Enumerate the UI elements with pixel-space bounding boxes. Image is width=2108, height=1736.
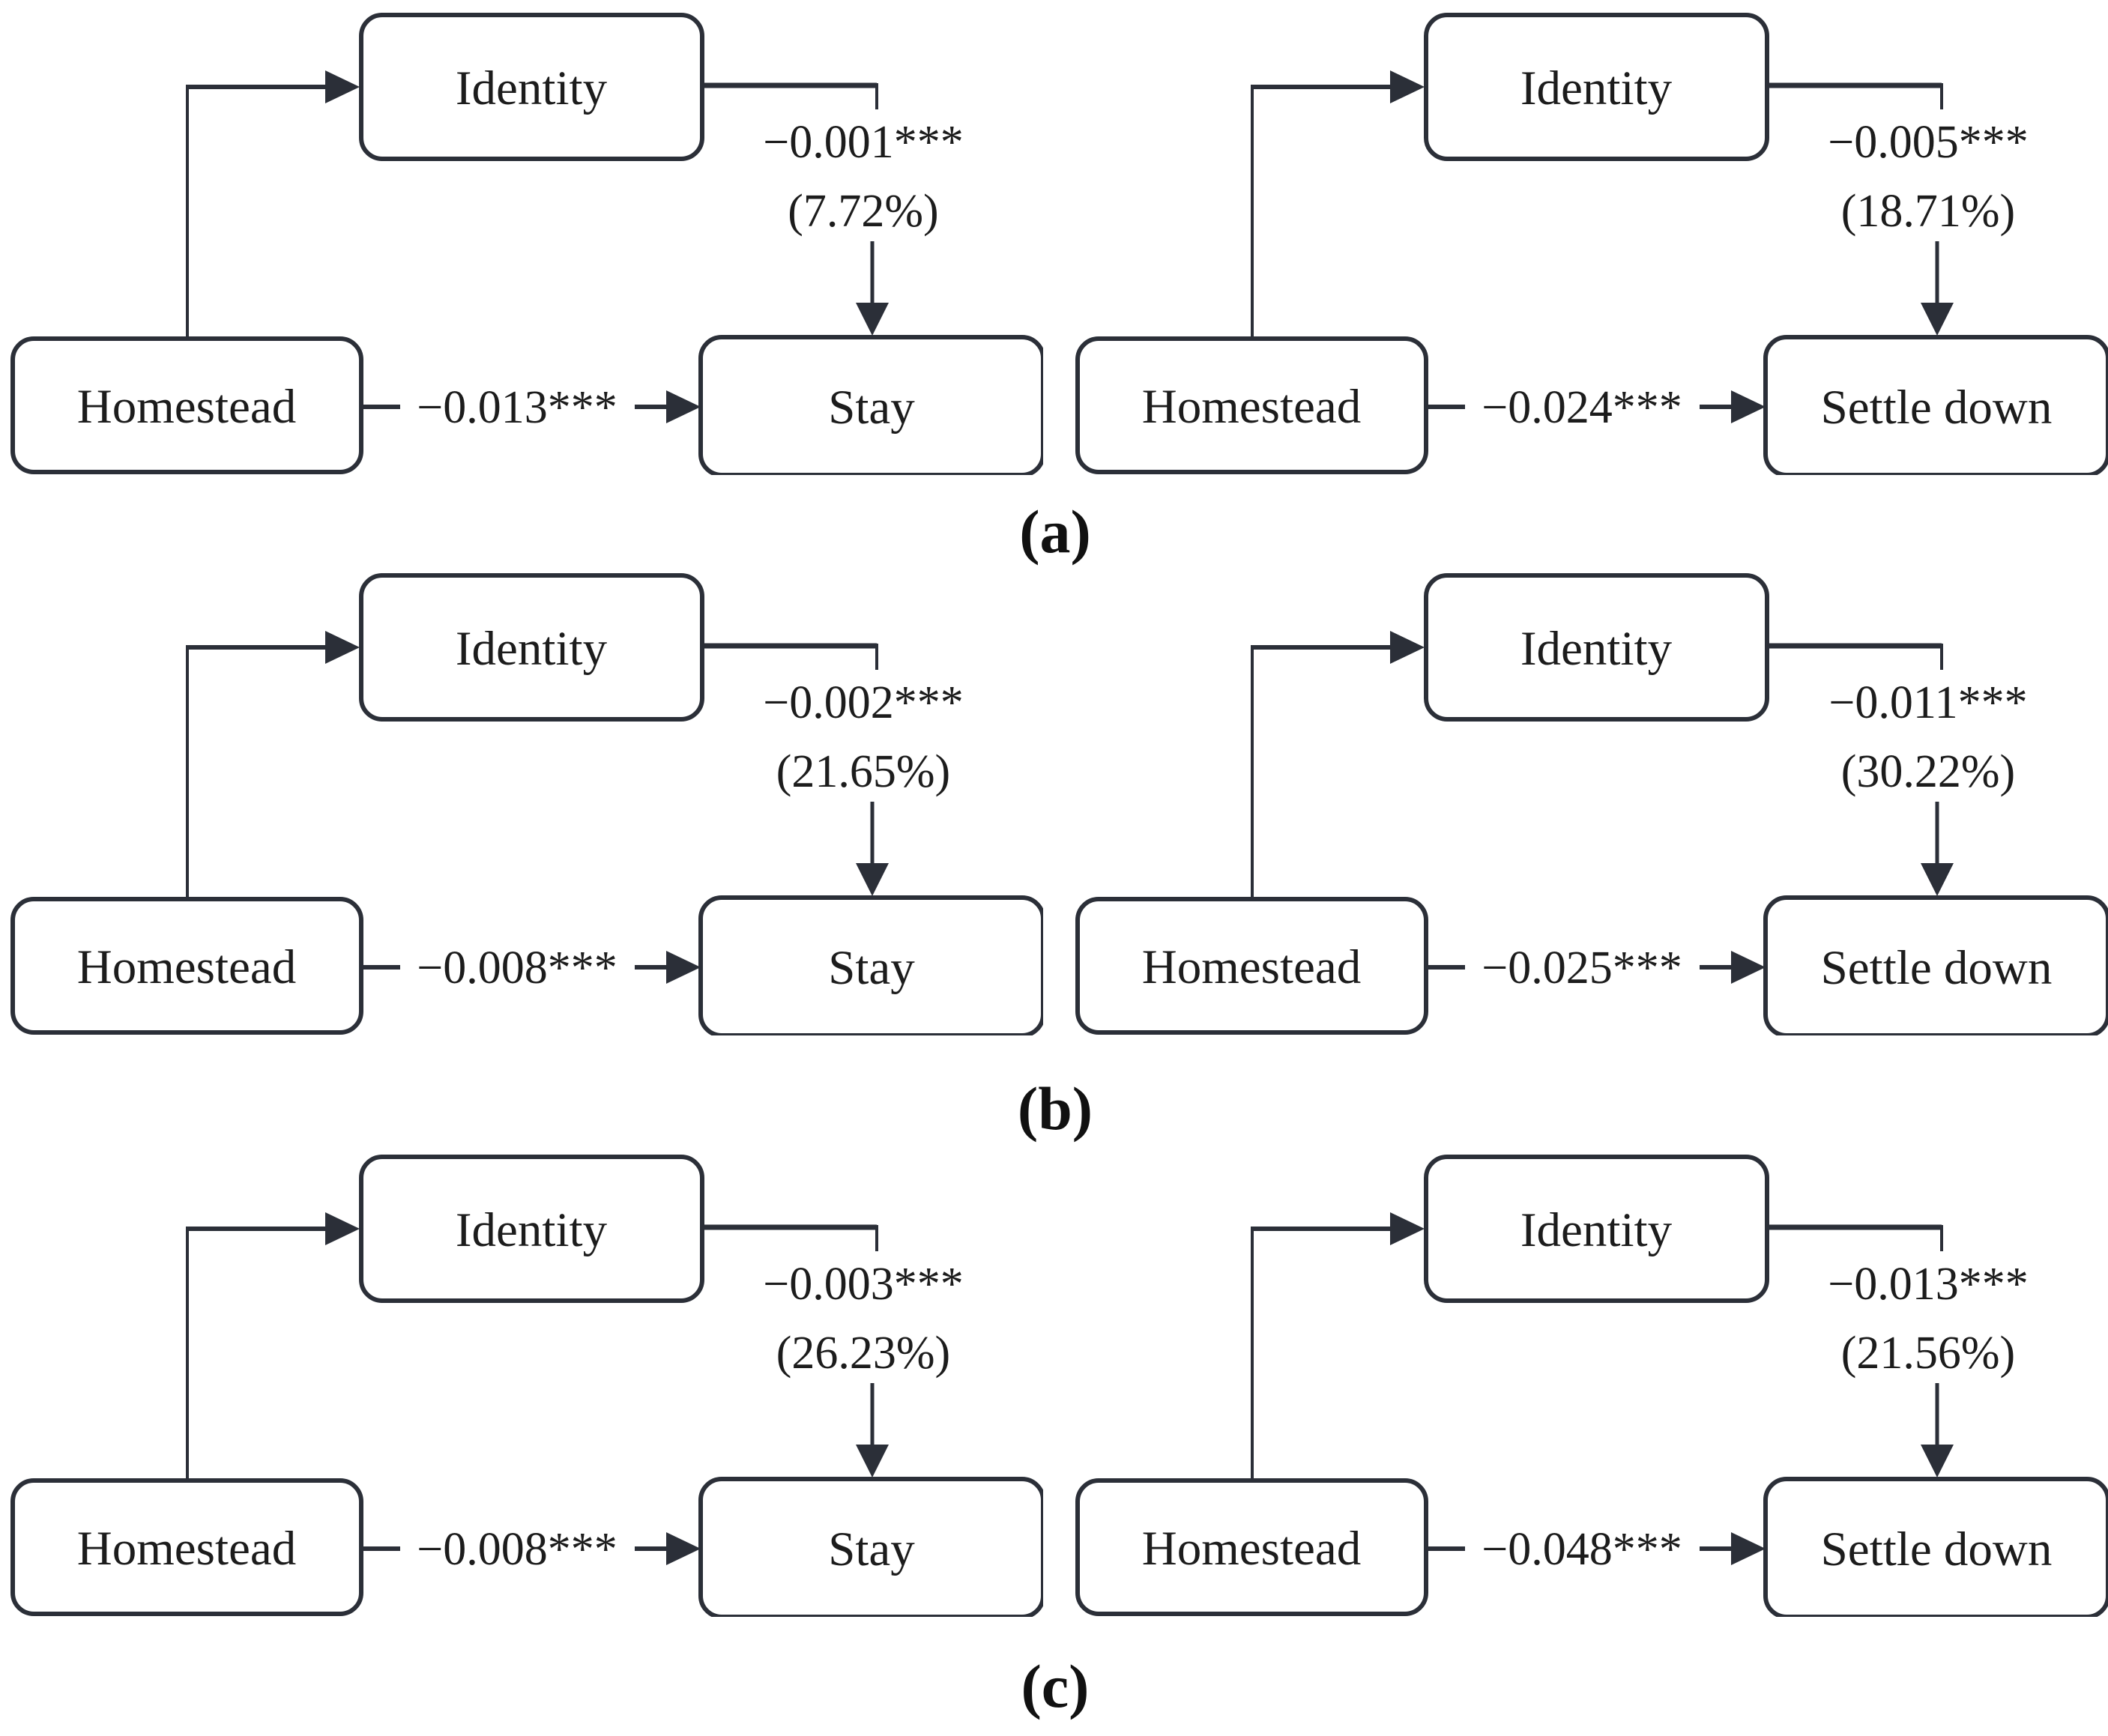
mediator-box	[359, 573, 704, 722]
exposure-label: Homestead	[1142, 940, 1361, 994]
direct-path-arrowhead-icon	[666, 1532, 701, 1565]
outcome-label: Stay	[828, 1522, 915, 1576]
mediated-share: (26.23%)	[776, 1328, 950, 1379]
outcome-label: Stay	[828, 381, 915, 435]
exposure-box	[1075, 1478, 1428, 1616]
exposure-box	[10, 897, 363, 1035]
mediator-label: Identity	[456, 622, 608, 676]
mediator-box	[1424, 13, 1769, 161]
indirect-coefficient: −0.005***	[1828, 117, 2028, 168]
outcome-label: Settle down	[1821, 941, 2053, 995]
outcome-box	[698, 895, 1043, 1035]
outcome-label: Settle down	[1821, 381, 2053, 435]
row-label-c: (c)	[1021, 1652, 1090, 1720]
direct-path-arrowhead-icon	[1731, 390, 1766, 423]
outcome-box	[1763, 1477, 2108, 1617]
a-path-arrowhead-icon	[325, 631, 360, 664]
outcome-box	[698, 335, 1043, 475]
direct-coefficient: −0.025***	[1482, 943, 1682, 993]
mediator-label: Identity	[1520, 61, 1673, 115]
direct-coefficient: −0.008***	[417, 1524, 617, 1575]
direct-coefficient: −0.048***	[1482, 1524, 1682, 1575]
row-label-a: (a)	[1019, 497, 1091, 566]
outcome-label: Settle down	[1821, 1522, 2053, 1576]
mediator-label: Identity	[1520, 1203, 1673, 1257]
direct-coefficient: −0.008***	[417, 943, 617, 993]
mediated-share: (21.65%)	[776, 746, 950, 797]
b-path-arrowhead-icon	[1921, 303, 1954, 336]
outcome-box	[698, 1477, 1043, 1617]
indirect-coefficient: −0.011***	[1828, 677, 2027, 728]
direct-path-arrowhead-icon	[1731, 951, 1766, 984]
outcome-label: Stay	[828, 941, 915, 995]
b-path-arrowhead-icon	[1921, 1445, 1954, 1478]
panel-c-settle-down: Identity Homestead Settle down −0.013***…	[1075, 1155, 2108, 1617]
panel-c-stay: Identity Homestead Stay −0.003*** (26.23…	[10, 1155, 1043, 1617]
exposure-box	[1075, 336, 1428, 474]
outcome-box	[1763, 335, 2108, 475]
b-path-arrowhead-icon	[856, 1445, 889, 1478]
indirect-coefficient: −0.002***	[763, 677, 963, 728]
indirect-coefficient: −0.013***	[1828, 1259, 2028, 1310]
panel-a-settle-down: Identity Homestead Settle down −0.005***…	[1075, 13, 2108, 475]
a-path-arrowhead-icon	[1390, 70, 1425, 103]
indirect-coefficient: −0.001***	[763, 117, 963, 168]
mediator-box	[1424, 573, 1769, 722]
mediator-label: Identity	[1520, 622, 1673, 676]
mediator-label: Identity	[456, 61, 608, 115]
exposure-label: Homestead	[77, 940, 296, 994]
a-path-arrowhead-icon	[325, 70, 360, 103]
mediator-box	[359, 1155, 704, 1303]
b-path-arrowhead-icon	[1921, 863, 1954, 896]
panel-a-stay: Identity Homestead Stay −0.001*** (7.72%…	[10, 13, 1043, 475]
b-path-arrowhead-icon	[856, 303, 889, 336]
exposure-label: Homestead	[77, 1522, 296, 1576]
direct-coefficient: −0.013***	[417, 382, 617, 433]
a-path-arrowhead-icon	[325, 1212, 360, 1245]
mediated-share: (30.22%)	[1841, 746, 2015, 797]
mediated-share: (18.71%)	[1841, 186, 2015, 237]
direct-path-arrowhead-icon	[666, 951, 701, 984]
mediated-share: (21.56%)	[1841, 1328, 2015, 1379]
exposure-label: Homestead	[1142, 380, 1361, 434]
exposure-box	[1075, 897, 1428, 1035]
a-path-arrowhead-icon	[1390, 631, 1425, 664]
exposure-box	[10, 1478, 363, 1616]
mediator-label: Identity	[456, 1203, 608, 1257]
exposure-label: Homestead	[77, 380, 296, 434]
panel-b-settle-down: Identity Homestead Settle down −0.011***…	[1075, 573, 2108, 1035]
mediator-box	[359, 13, 704, 161]
exposure-box	[10, 336, 363, 474]
direct-path-arrowhead-icon	[1731, 1532, 1766, 1565]
direct-path-arrowhead-icon	[666, 390, 701, 423]
exposure-label: Homestead	[1142, 1522, 1361, 1576]
row-label-b: (b)	[1017, 1074, 1093, 1143]
a-path-arrowhead-icon	[1390, 1212, 1425, 1245]
indirect-coefficient: −0.003***	[763, 1259, 963, 1310]
mediator-box	[1424, 1155, 1769, 1303]
panel-b-stay: Identity Homestead Stay −0.002*** (21.65…	[10, 573, 1043, 1035]
direct-coefficient: −0.024***	[1482, 382, 1682, 433]
b-path-arrowhead-icon	[856, 863, 889, 896]
outcome-box	[1763, 895, 2108, 1035]
mediated-share: (7.72%)	[788, 186, 938, 237]
